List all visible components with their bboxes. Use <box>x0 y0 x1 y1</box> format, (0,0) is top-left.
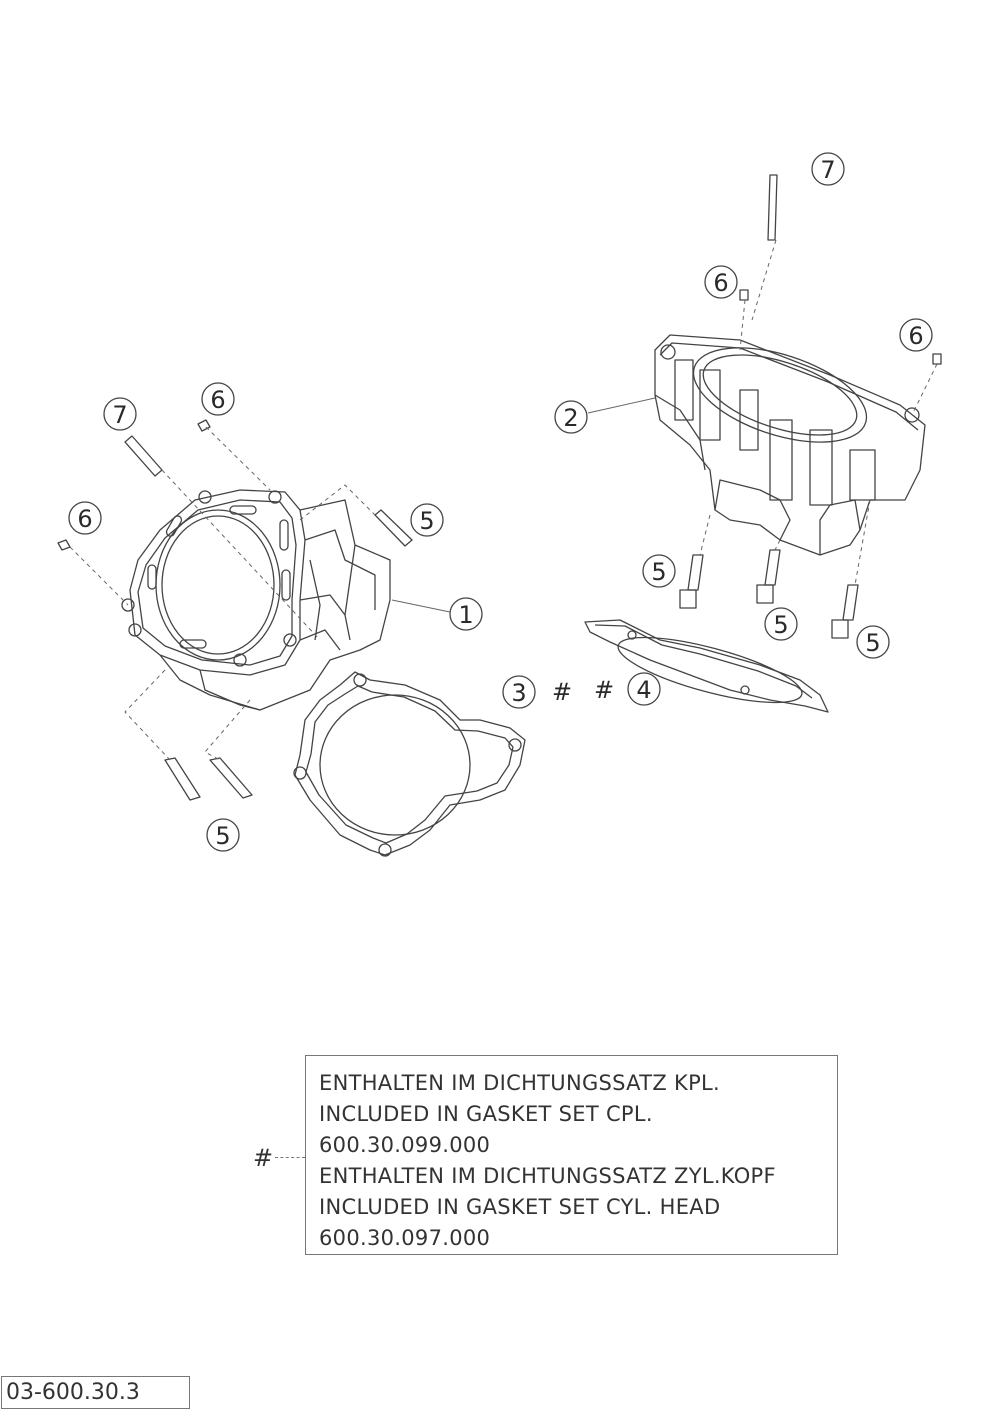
svg-text:5: 5 <box>651 558 666 586</box>
callout-3: 3 <box>502 675 536 709</box>
svg-text:4: 4 <box>636 676 651 704</box>
callout-6-far-left: 6 <box>68 501 102 535</box>
gasket-set-legend: ENTHALTEN IM DICHTUNGSSATZ KPL. INCLUDED… <box>305 1055 838 1255</box>
legend-line-1: ENTHALTEN IM DICHTUNGSSATZ KPL. <box>319 1071 721 1095</box>
svg-text:6: 6 <box>908 322 923 350</box>
callout-5-right-b: 5 <box>764 607 798 641</box>
callout-1: 1 <box>449 597 483 631</box>
hash-marker-4: # <box>594 676 614 704</box>
figure-code-label: 03-600.30.3 <box>1 1376 190 1409</box>
callout-leaders <box>391 397 656 613</box>
hash-marker-3: # <box>552 678 572 706</box>
gasket-base-drawing <box>293 671 526 857</box>
callout-5-right-c: 5 <box>856 625 890 659</box>
callout-6-right-b: 6 <box>899 318 933 352</box>
callout-6-top-left: 6 <box>201 382 235 416</box>
studs-and-bolts <box>57 174 942 801</box>
legend-leader-line <box>275 1157 305 1158</box>
callout-5-right-a: 5 <box>642 554 676 588</box>
callout-5-bottom-left: 5 <box>206 818 240 852</box>
callout-2: 2 <box>554 400 588 434</box>
legend-hash-symbol: # <box>253 1144 274 1172</box>
svg-text:1: 1 <box>458 601 473 629</box>
svg-text:7: 7 <box>112 401 127 429</box>
svg-text:5: 5 <box>865 629 880 657</box>
callout-7-right: 7 <box>811 152 845 186</box>
svg-text:5: 5 <box>419 507 434 535</box>
cylinder-left-drawing <box>121 489 391 711</box>
cylinder-right-drawing <box>654 334 926 556</box>
svg-text:6: 6 <box>713 269 728 297</box>
svg-text:6: 6 <box>210 386 225 414</box>
svg-text:6: 6 <box>77 505 92 533</box>
svg-text:3: 3 <box>511 679 526 707</box>
callout-4: 4 <box>627 672 661 706</box>
legend-line-3: 600.30.099.000 <box>319 1133 491 1157</box>
svg-text:5: 5 <box>773 611 788 639</box>
svg-text:5: 5 <box>215 822 230 850</box>
leader-lines <box>69 239 938 761</box>
callout-7-left: 7 <box>103 397 137 431</box>
legend-line-2: INCLUDED IN GASKET SET CPL. <box>319 1102 653 1126</box>
legend-line-5: INCLUDED IN GASKET SET CYL. HEAD <box>319 1195 721 1219</box>
svg-text:2: 2 <box>563 404 578 432</box>
callout-5-top-left: 5 <box>410 503 444 537</box>
svg-text:7: 7 <box>820 156 835 184</box>
legend-line-6: 600.30.097.000 <box>319 1226 491 1250</box>
gasket-head-drawing <box>584 619 829 713</box>
legend-line-4: ENTHALTEN IM DICHTUNGSSATZ ZYL.KOPF <box>319 1164 776 1188</box>
callout-6-right-a: 6 <box>704 265 738 299</box>
